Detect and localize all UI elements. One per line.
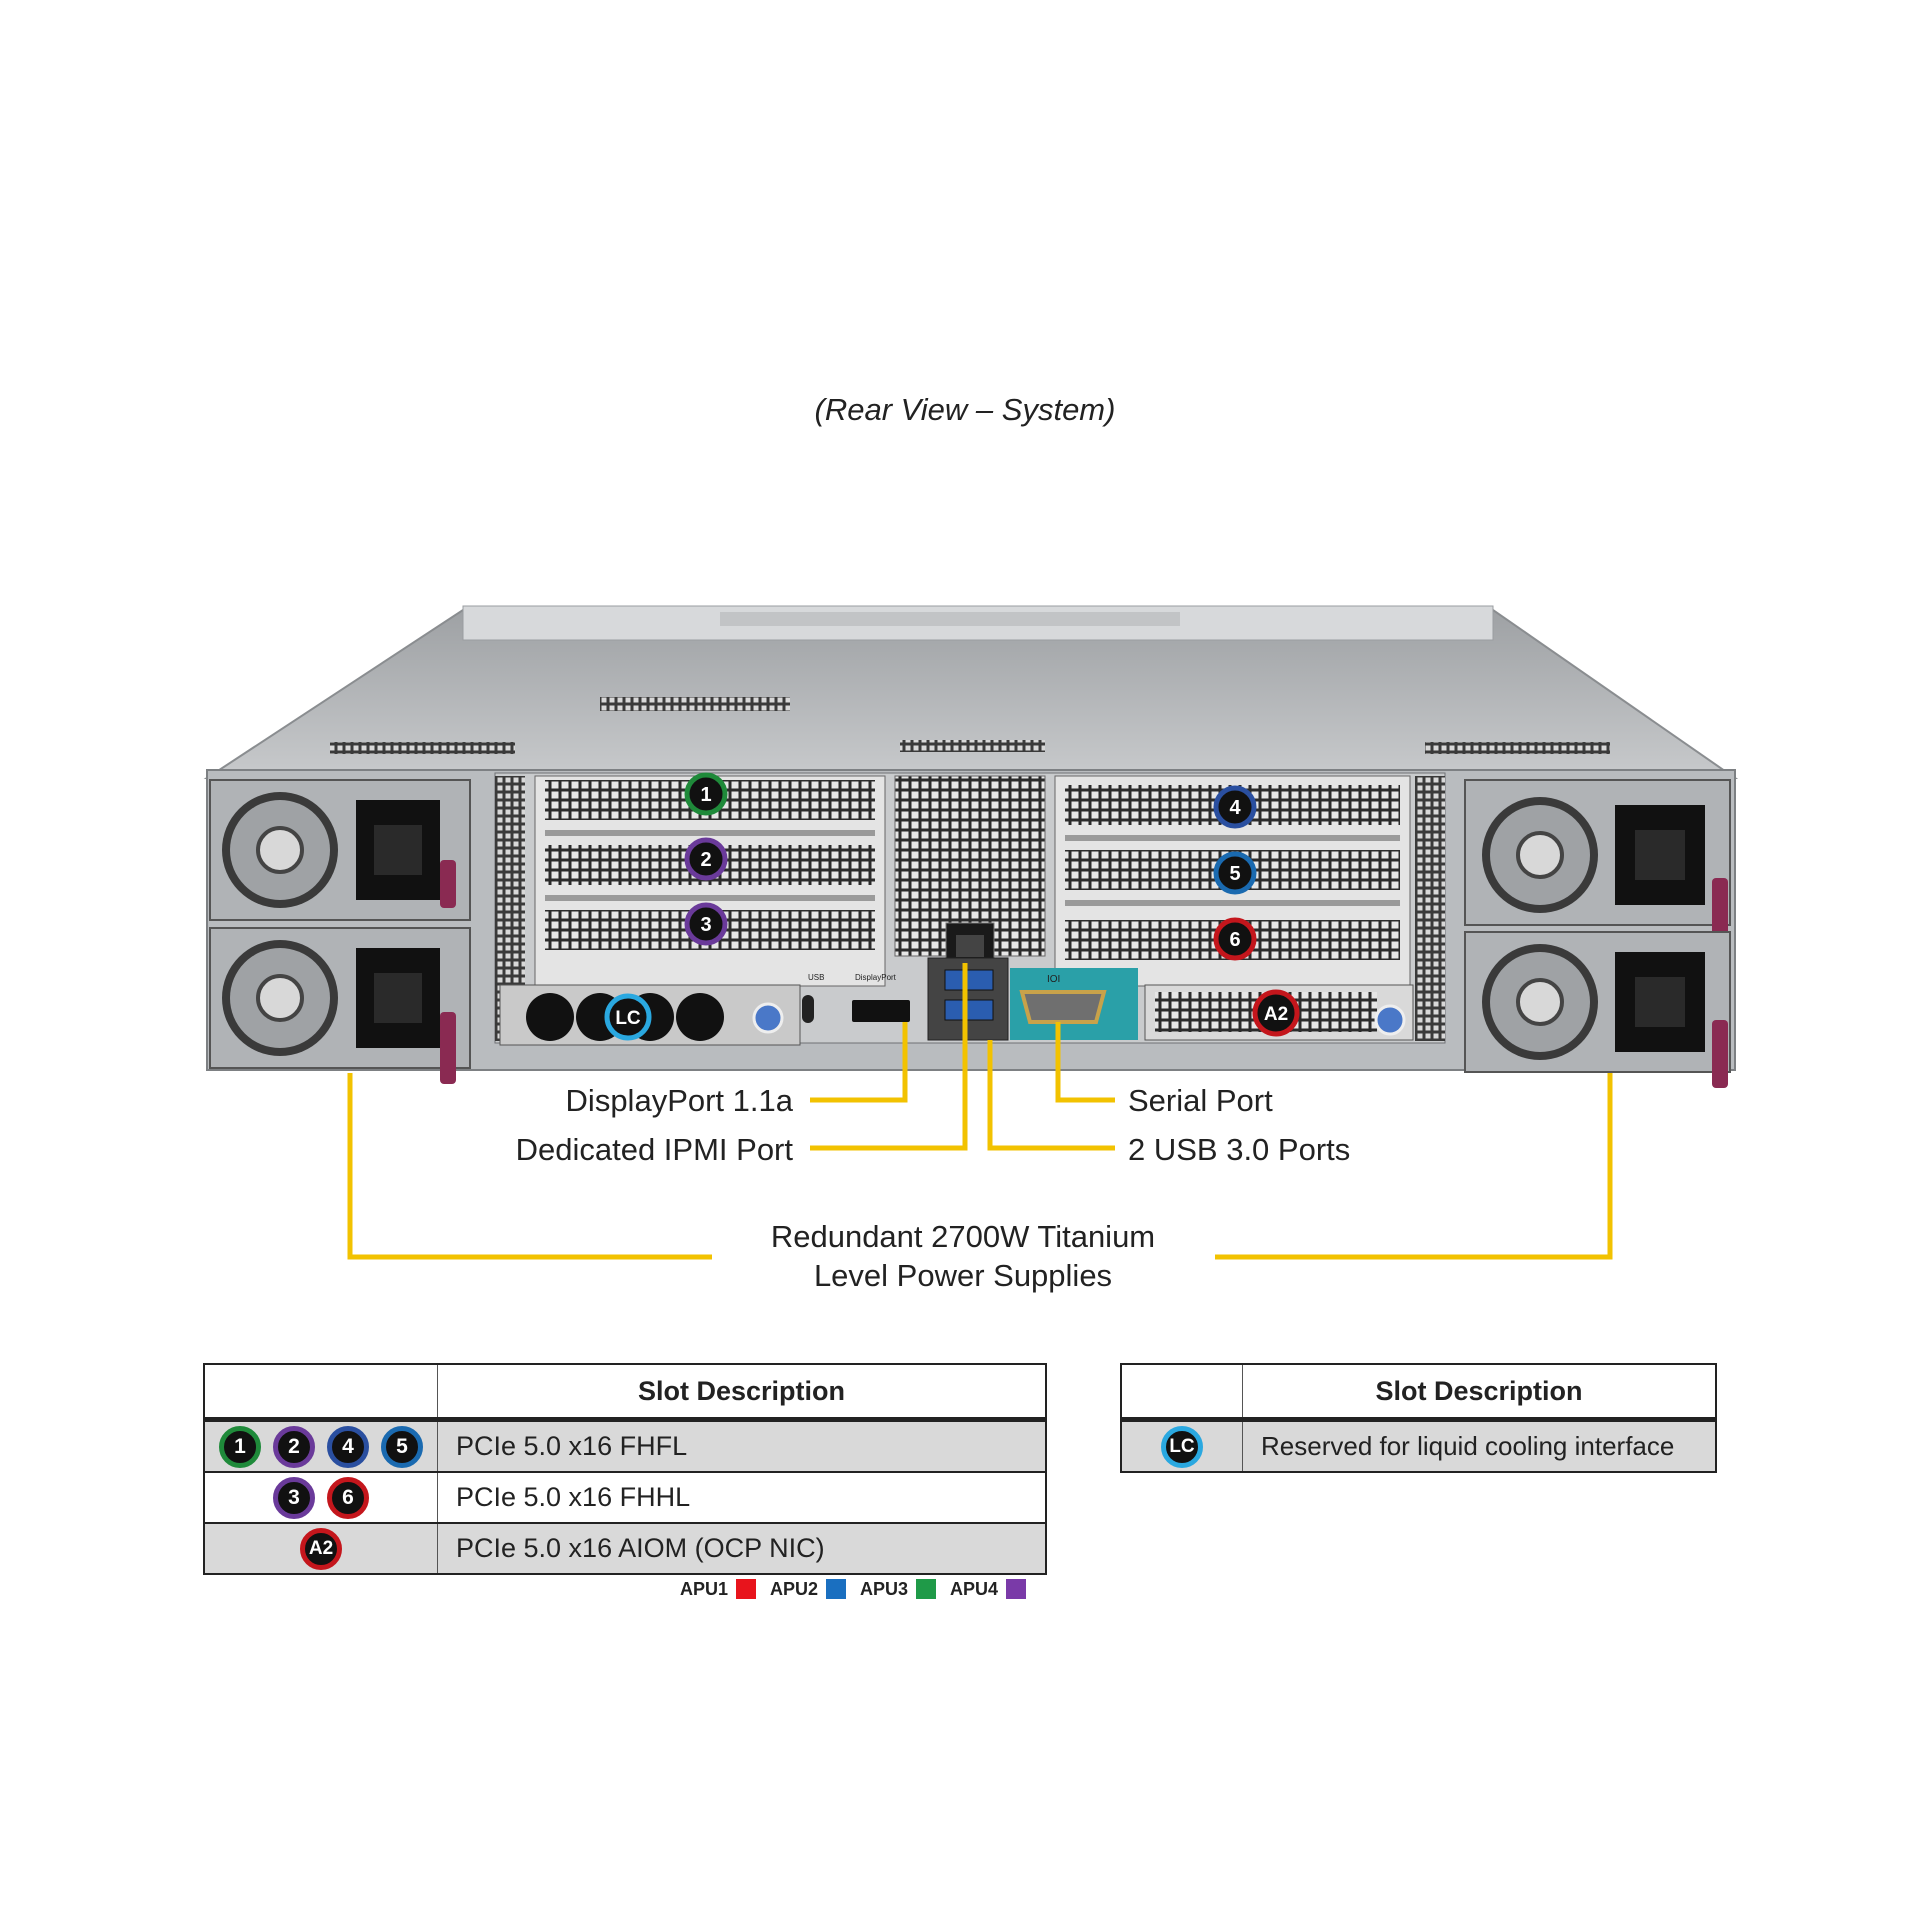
- table-row-badges: LC: [1120, 1419, 1243, 1473]
- leader-psu-right: [1215, 1073, 1613, 1260]
- legend-swatch: [736, 1579, 757, 1599]
- table-row: LC Reserved for liquid cooling interface: [1120, 1419, 1717, 1473]
- slot-badge-6: 6: [327, 1476, 369, 1519]
- slot-marker-3: 3: [684, 902, 728, 946]
- legend-item: APU2: [770, 1578, 847, 1600]
- slot-badge-4: 4: [327, 1425, 369, 1468]
- table-row: A2 PCIe 5.0 x16 AIOM (OCP NIC): [203, 1523, 1047, 1575]
- legend-item: APU1: [680, 1578, 757, 1600]
- leader-serial: [1055, 1022, 1115, 1103]
- ioi-small-label: IOI: [1047, 974, 1060, 985]
- callout-psu-line2: Level Power Supplies: [814, 1258, 1112, 1293]
- slot-markers: 1 2 3 4 5 6 A2 LC: [604, 772, 1300, 1041]
- callout-serial: Serial Port: [1128, 1083, 1273, 1118]
- svg-text:2: 2: [700, 849, 711, 871]
- slot-marker-5: 5: [1213, 851, 1257, 895]
- table-header-icons: [1120, 1363, 1243, 1422]
- legend-label: APU3: [860, 1578, 909, 1599]
- slot-badge-5: 5: [381, 1425, 423, 1468]
- callout-psu-line1: Redundant 2700W Titanium: [771, 1219, 1155, 1254]
- slot-badge-lc: LC: [1161, 1425, 1203, 1468]
- table-header-description: Slot Description: [437, 1363, 1047, 1422]
- table-header-description: Slot Description: [1242, 1363, 1717, 1422]
- psu-left-bottom: [209, 927, 471, 1084]
- legend-swatch: [1006, 1579, 1027, 1599]
- slot-marker-1: 1: [684, 772, 728, 816]
- slot-marker-lc: LC: [604, 993, 652, 1041]
- apu-legend: APU1 APU2 APU3 APU4: [680, 1575, 1027, 1603]
- leader-displayport: [810, 1022, 908, 1103]
- table-header-icons: [203, 1363, 438, 1422]
- top-vent: [330, 697, 1610, 754]
- slot-badge-3: 3: [273, 1476, 315, 1519]
- legend-item: APU4: [950, 1578, 1027, 1600]
- displayport-small-label: DisplayPort: [855, 973, 897, 982]
- table-row-description: PCIe 5.0 x16 FHHL: [437, 1472, 1047, 1524]
- slot-marker-6: 6: [1213, 917, 1257, 961]
- svg-text:4: 4: [1229, 797, 1241, 819]
- slot-table-lc: Slot Description LC Reserved for liquid …: [1120, 1363, 1717, 1473]
- legend-swatch: [826, 1579, 847, 1599]
- pcie-bay-left: [534, 775, 886, 987]
- slot-marker-a2: A2: [1252, 989, 1300, 1037]
- usb-small-label: USB: [808, 973, 824, 982]
- figure-caption: (Rear View – System): [815, 392, 1116, 427]
- svg-text:6: 6: [1229, 929, 1240, 951]
- legend-label: APU1: [680, 1578, 729, 1599]
- table-row-description: Reserved for liquid cooling interface: [1242, 1419, 1717, 1473]
- legend-label: APU4: [950, 1578, 999, 1599]
- displayport-connector: [852, 1000, 910, 1022]
- table-row-badges: A2: [203, 1523, 438, 1575]
- slot-badge-2: 2: [273, 1425, 315, 1468]
- right-side-vent: [1415, 776, 1445, 1041]
- slot-marker-2: 2: [684, 837, 728, 881]
- leader-psu-left: [347, 1073, 712, 1260]
- callout-ipmi: Dedicated IPMI Port: [516, 1132, 794, 1167]
- slot-badge-a2: A2: [300, 1527, 342, 1570]
- svg-text:5: 5: [1229, 863, 1240, 885]
- legend-item: APU3: [860, 1578, 937, 1600]
- slot-marker-4: 4: [1213, 785, 1257, 829]
- svg-text:LC: LC: [615, 1008, 641, 1029]
- psu-right-bottom: [1464, 931, 1731, 1088]
- callout-lines: [347, 963, 1613, 1260]
- psu-left-top: [209, 779, 471, 921]
- leader-ipmi: [810, 963, 968, 1151]
- callout-displayport: DisplayPort 1.1a: [566, 1083, 794, 1118]
- table-row-description: PCIe 5.0 x16 AIOM (OCP NIC): [437, 1523, 1047, 1575]
- slot-badge-1: 1: [219, 1425, 261, 1468]
- svg-text:1: 1: [700, 784, 711, 806]
- leader-usb: [987, 1040, 1115, 1151]
- table-header-row: Slot Description: [203, 1363, 1047, 1422]
- table-row-description: PCIe 5.0 x16 FHFL: [437, 1419, 1047, 1473]
- table-header-row: Slot Description: [1120, 1363, 1717, 1422]
- svg-text:A2: A2: [1264, 1004, 1288, 1025]
- legend-swatch: [916, 1579, 937, 1599]
- psu-right-top: [1464, 779, 1731, 940]
- legend-label: APU2: [770, 1578, 819, 1599]
- svg-text:3: 3: [700, 914, 711, 936]
- callout-usb: 2 USB 3.0 Ports: [1128, 1132, 1350, 1167]
